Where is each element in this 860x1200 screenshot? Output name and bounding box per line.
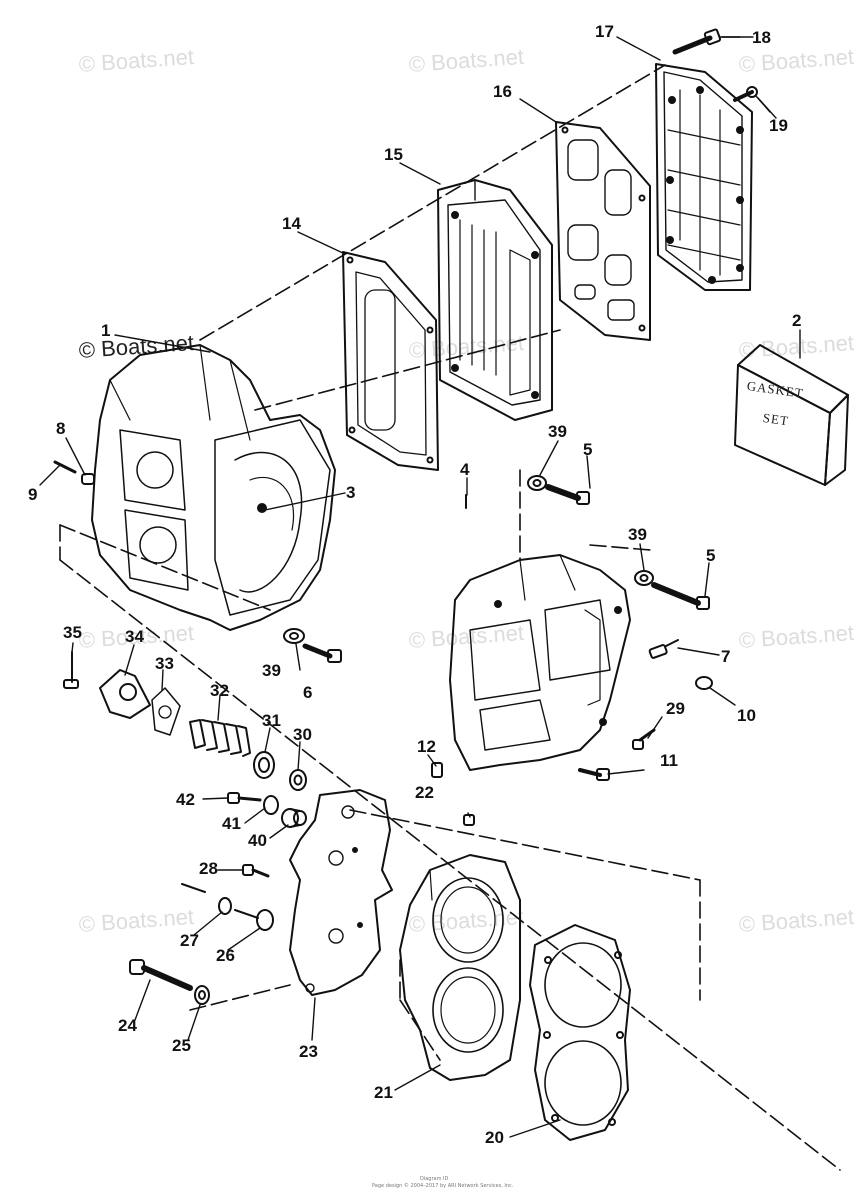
callout-5: 5 bbox=[583, 440, 593, 459]
footer-copyright: Page design © 2004–2017 by ARI Network S… bbox=[372, 1183, 514, 1189]
gasket-set-label: SET bbox=[761, 410, 790, 429]
callout-25: 25 bbox=[172, 1036, 191, 1055]
screw-19 bbox=[733, 86, 771, 113]
dowel-12 bbox=[431, 762, 443, 778]
screw-18 bbox=[672, 28, 741, 55]
callout-18: 18 bbox=[752, 28, 771, 47]
callout-9: 9 bbox=[28, 485, 38, 504]
callout-39: 39 bbox=[548, 422, 567, 441]
callout-22: 22 bbox=[415, 783, 434, 802]
plug-10 bbox=[695, 676, 713, 690]
gasket-14 bbox=[342, 251, 439, 471]
callout-24: 24 bbox=[118, 1016, 137, 1035]
cover-plate-23 bbox=[289, 789, 393, 996]
callout-29: 29 bbox=[666, 699, 685, 718]
callout-26: 26 bbox=[216, 946, 235, 965]
screw-28 bbox=[242, 864, 270, 878]
assembly-lines bbox=[59, 64, 841, 1171]
bolt-6 bbox=[283, 628, 342, 663]
callout-35: 35 bbox=[63, 623, 82, 642]
valve-26 bbox=[234, 909, 274, 931]
callout-27: 27 bbox=[180, 931, 199, 950]
callout-34: 34 bbox=[125, 627, 144, 646]
callout-7: 7 bbox=[721, 647, 731, 666]
housing-15 bbox=[437, 179, 553, 421]
bushing-40 bbox=[281, 808, 307, 828]
callout-23: 23 bbox=[299, 1042, 318, 1061]
fitting-7 bbox=[648, 639, 679, 659]
gasket-33 bbox=[151, 687, 181, 736]
leader-lines bbox=[39, 36, 801, 1138]
callout-1: 1 bbox=[101, 321, 111, 340]
callout-39: 39 bbox=[262, 661, 281, 680]
callout-17: 17 bbox=[595, 22, 614, 41]
callout-14: 14 bbox=[282, 214, 301, 233]
end-cover-17 bbox=[655, 63, 753, 291]
callout-33: 33 bbox=[155, 654, 174, 673]
callout-16: 16 bbox=[493, 82, 512, 101]
bolt-42 bbox=[227, 792, 262, 804]
head-gasket-20 bbox=[529, 924, 631, 1141]
washer-30 bbox=[289, 769, 307, 791]
gasket-16 bbox=[555, 121, 651, 341]
callout-32: 32 bbox=[210, 681, 229, 700]
washer-25 bbox=[194, 985, 210, 1005]
crankcase-half bbox=[449, 554, 631, 771]
bolt-5-lower bbox=[634, 570, 710, 610]
callout-11: 11 bbox=[660, 751, 678, 770]
spring-32 bbox=[189, 719, 251, 757]
callout-3: 3 bbox=[346, 483, 356, 502]
bolt-11 bbox=[578, 768, 610, 781]
thermostat-cover-34 bbox=[99, 669, 151, 719]
callout-20: 20 bbox=[485, 1128, 504, 1147]
callout-8: 8 bbox=[56, 419, 66, 438]
footer-diagram-id: Diagram ID bbox=[420, 1176, 449, 1182]
callout-15: 15 bbox=[384, 145, 403, 164]
callout-31: 31 bbox=[262, 711, 281, 730]
callout-40: 40 bbox=[248, 831, 267, 850]
callout-5: 5 bbox=[706, 546, 716, 565]
callout-12: 12 bbox=[417, 737, 436, 756]
callout-39: 39 bbox=[628, 525, 647, 544]
pin-8-9 bbox=[53, 460, 95, 485]
thermostat-31 bbox=[253, 751, 275, 779]
callout-19: 19 bbox=[769, 116, 788, 135]
callout-6: 6 bbox=[303, 683, 313, 702]
pin-27 bbox=[181, 883, 232, 915]
crankcase-1 bbox=[91, 344, 336, 631]
callout-28: 28 bbox=[199, 859, 218, 878]
bolt-24 bbox=[129, 959, 193, 991]
callout-30: 30 bbox=[293, 725, 312, 744]
bolt-5-upper bbox=[527, 475, 590, 505]
washer-41 bbox=[263, 795, 279, 815]
callout-41: 41 bbox=[222, 814, 241, 833]
callout-4: 4 bbox=[460, 460, 470, 479]
gasket-set-box-2 bbox=[734, 344, 849, 486]
callout-10: 10 bbox=[737, 706, 756, 725]
callout-42: 42 bbox=[176, 790, 195, 809]
screw-35 bbox=[63, 651, 79, 689]
callout-21: 21 bbox=[374, 1083, 393, 1102]
callout-2: 2 bbox=[792, 311, 802, 330]
cylinder-block-21 bbox=[399, 854, 521, 1081]
